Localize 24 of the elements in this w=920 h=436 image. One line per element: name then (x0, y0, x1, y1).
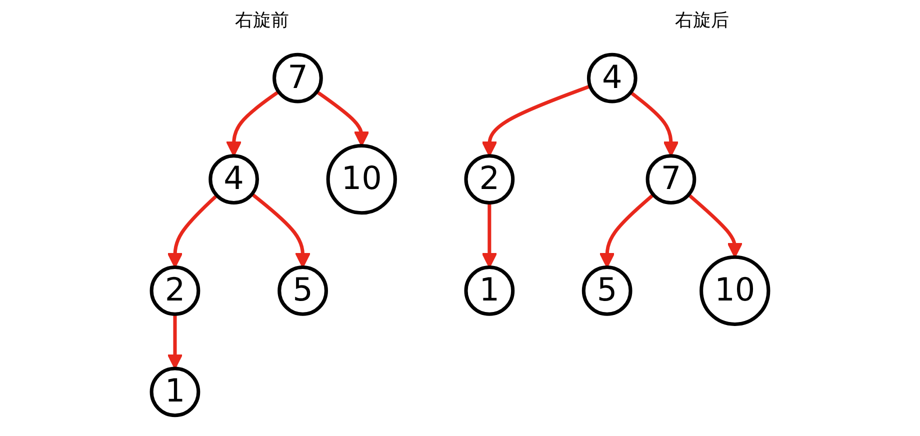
node-circle: 5 (582, 266, 632, 316)
node-circle: 2 (150, 266, 200, 316)
node-circle: 10 (326, 144, 397, 215)
arrow (482, 84, 591, 157)
arrow (167, 194, 218, 268)
tree-heading: 右旋前 (235, 9, 289, 32)
node-circle: 10 (700, 255, 770, 326)
arrow (167, 314, 183, 370)
node-circle: 4 (586, 52, 638, 104)
arrow (250, 192, 311, 268)
arrow (630, 91, 679, 157)
node-circle: 1 (464, 266, 515, 316)
arrow (482, 202, 498, 268)
node-circle: 7 (646, 154, 696, 204)
node-circle: 4 (208, 154, 259, 204)
arrow (316, 90, 370, 146)
arrow (687, 193, 743, 258)
tree-heading: 右旋后 (675, 9, 729, 32)
node-circle: 2 (464, 154, 515, 204)
arrow (226, 90, 280, 157)
node-circle: 5 (278, 266, 328, 316)
node-circle: 1 (150, 366, 200, 418)
arrow (599, 193, 654, 268)
node-circle: 7 (272, 52, 323, 104)
